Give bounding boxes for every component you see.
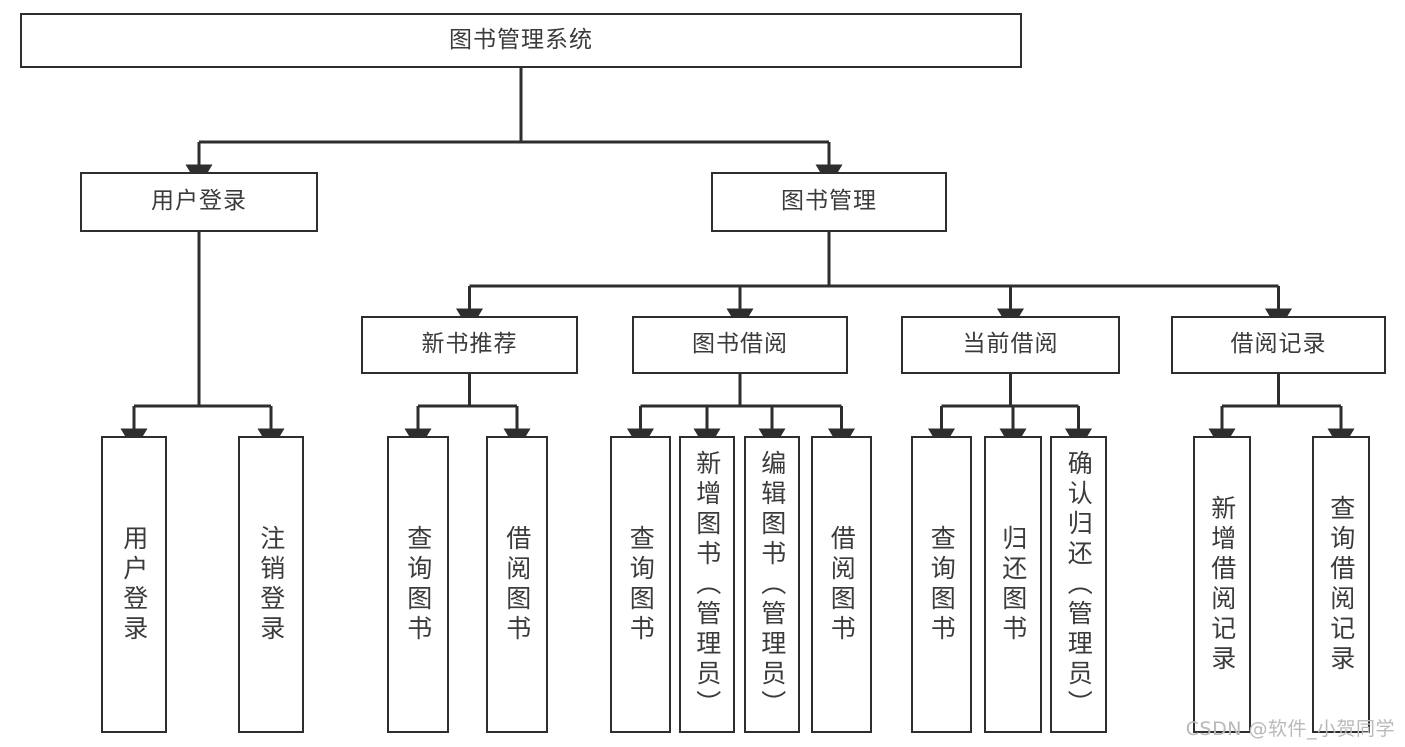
- node-r-add[interactable]: 新增借阅记录: [1193, 436, 1251, 733]
- node-label: 编辑图书（管理员）: [757, 449, 787, 720]
- node-records[interactable]: 借阅记录: [1171, 316, 1386, 374]
- node-label: 新增借阅记录: [1207, 494, 1237, 675]
- node-c-return[interactable]: 归还图书: [984, 436, 1042, 733]
- node-root[interactable]: 图书管理系统: [20, 13, 1022, 68]
- node-label: 当前借阅: [962, 331, 1059, 358]
- node-b-add[interactable]: 新增图书（管理员）: [679, 436, 735, 733]
- node-label: 新增图书（管理员）: [692, 449, 722, 720]
- node-n-query[interactable]: 查询图书: [387, 436, 449, 733]
- watermark-label: CSDN @软件_小贺同学: [1185, 718, 1395, 740]
- node-label: 确认归还（管理员）: [1064, 449, 1094, 720]
- node-label: 新书推荐: [421, 331, 518, 358]
- node-label: 用户登录: [119, 524, 149, 645]
- node-label: 借阅记录: [1230, 331, 1327, 358]
- node-current[interactable]: 当前借阅: [901, 316, 1120, 374]
- node-b-edit[interactable]: 编辑图书（管理员）: [744, 436, 800, 733]
- node-label: 图书管理系统: [449, 26, 593, 53]
- node-r-query[interactable]: 查询借阅记录: [1312, 436, 1370, 733]
- node-login[interactable]: 用户登录: [80, 172, 318, 232]
- node-borrow[interactable]: 图书借阅: [632, 316, 848, 374]
- node-label: 借阅图书: [827, 524, 857, 645]
- node-label: 借阅图书: [502, 524, 532, 645]
- node-label: 用户登录: [151, 188, 247, 215]
- node-label: 查询借阅记录: [1326, 494, 1356, 675]
- node-label: 图书借阅: [692, 331, 788, 358]
- node-label: 查询图书: [626, 524, 656, 645]
- node-b-query[interactable]: 查询图书: [610, 436, 671, 733]
- node-c-query[interactable]: 查询图书: [911, 436, 972, 733]
- node-b-borrow[interactable]: 借阅图书: [811, 436, 872, 733]
- node-label: 图书管理: [781, 188, 877, 215]
- node-label: 归还图书: [998, 524, 1028, 645]
- node-label: 查询图书: [403, 524, 433, 645]
- node-label: 查询图书: [927, 524, 957, 645]
- node-label: 注销登录: [256, 524, 286, 645]
- node-newbook[interactable]: 新书推荐: [361, 316, 578, 374]
- node-c-confirm[interactable]: 确认归还（管理员）: [1050, 436, 1107, 733]
- node-bookmgmt[interactable]: 图书管理: [711, 172, 947, 232]
- node-l-logout[interactable]: 注销登录: [238, 436, 304, 733]
- node-l-login[interactable]: 用户登录: [101, 436, 167, 733]
- node-n-borrow[interactable]: 借阅图书: [486, 436, 548, 733]
